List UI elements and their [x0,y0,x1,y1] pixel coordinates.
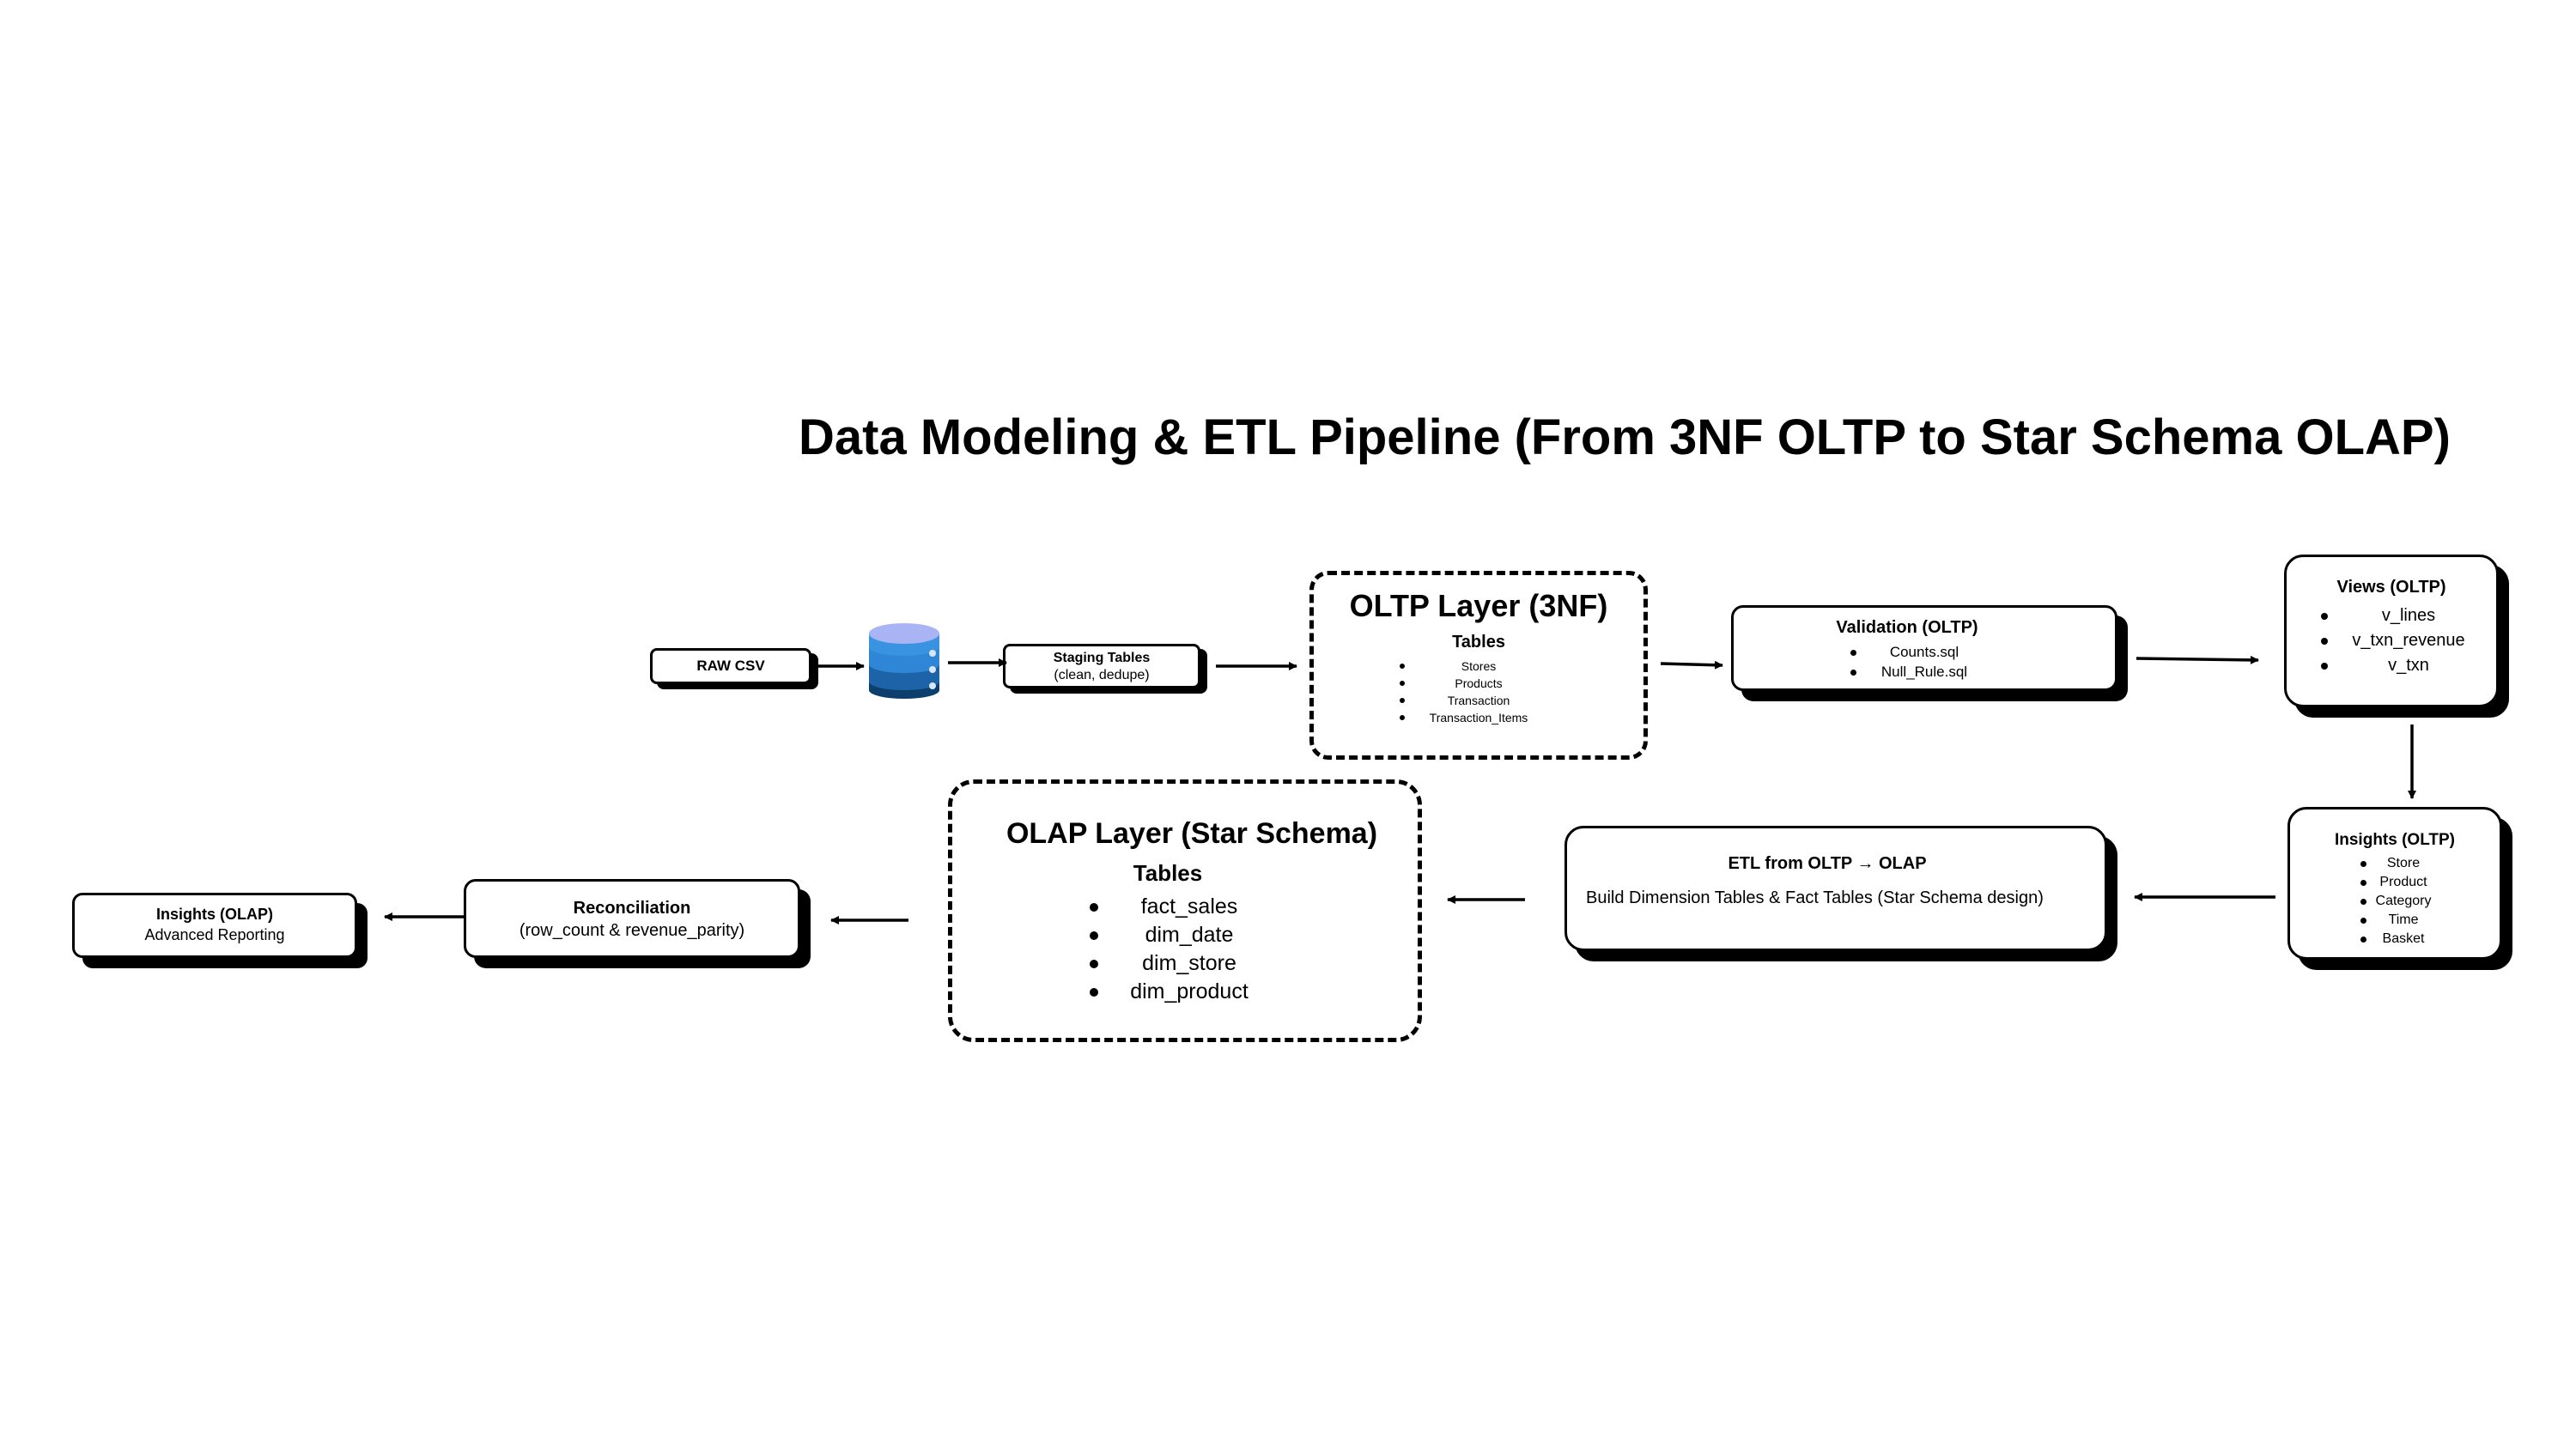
list-item: Counts.sql [1734,642,2115,662]
oltp-layer-node: OLTP Layer (3NF) Tables Stores Products … [1309,571,1648,760]
database-icon [867,621,941,699]
arrow-oltp-to-validation [1660,660,1723,670]
oltp-layer-title: OLTP Layer (3NF) [1349,588,1608,623]
list-item: fact_sales [961,893,1418,921]
list-item: Time [2290,911,2500,930]
list-item: Product [2290,873,2500,892]
list-item: Transaction [1314,692,1643,709]
olap-tables-heading: Tables [1133,860,1203,886]
views-node: Views (OLTP) v_lines v_txn_revenue v_txn [2284,555,2499,707]
olap-layer-title: OLAP Layer (Star Schema) [1005,817,1378,850]
insights-oltp-title: Insights (OLTP) [2334,831,2456,849]
list-item: v_txn [2287,653,2496,678]
list-item: Null_Rule.sql [1734,662,2115,682]
reconciliation-title: Reconciliation [573,899,691,918]
views-title: Views (OLTP) [2336,578,2446,597]
validation-node: Validation (OLTP) Counts.sql Null_Rule.s… [1731,605,2117,691]
list-item: Products [1314,675,1643,692]
arrow-validation-to-views [2136,655,2259,664]
reconciliation-node: Reconciliation (row_count & revenue_pari… [464,879,800,958]
olap-layer-node: OLAP Layer (Star Schema) Tables fact_sal… [948,779,1422,1042]
list-item: Transaction_Items [1314,709,1643,726]
views-list: v_lines v_txn_revenue v_txn [2287,603,2496,678]
insights-olap-subtitle: Advanced Reporting [144,926,285,943]
etl-title: ETL from OLTP → OLAP [1728,854,1927,873]
insights-oltp-node: Insights (OLTP) Store Product Category T… [2287,807,2502,960]
validation-list: Counts.sql Null_Rule.sql [1734,642,2115,682]
etl-description: Build Dimension Tables & Fact Tables (St… [1586,888,2044,907]
raw-csv-label: RAW CSV [696,658,765,674]
list-item: v_txn_revenue [2287,628,2496,653]
staging-tables-node: Staging Tables (clean, dedupe) [1003,644,1200,688]
list-item: Basket [2290,930,2500,949]
etl-node: ETL from OLTP → OLAP Build Dimension Tab… [1564,826,2107,951]
staging-title: Staging Tables [1053,651,1151,665]
list-item: dim_store [961,949,1418,978]
oltp-tables-heading: Tables [1452,633,1505,652]
staging-subtitle: (clean, dedupe) [1054,668,1150,682]
list-item: v_lines [2287,603,2496,628]
insights-olap-node: Insights (OLAP) Advanced Reporting [72,893,357,958]
reconciliation-subtitle: (row_count & revenue_parity) [519,921,745,940]
insights-olap-title: Insights (OLAP) [156,906,273,923]
validation-title: Validation (OLTP) [1836,618,1978,637]
list-item: Store [2290,854,2500,873]
list-item: dim_date [961,921,1418,949]
list-item: Stores [1314,658,1643,675]
insights-oltp-list: Store Product Category Time Basket [2290,854,2500,949]
oltp-tables-list: Stores Products Transaction Transaction_… [1314,658,1643,726]
diagram-title: Data Modeling & ETL Pipeline (From 3NF O… [799,409,2451,465]
list-item: Category [2290,892,2500,911]
olap-tables-list: fact_sales dim_date dim_store dim_produc… [952,893,1418,1006]
raw-csv-node: RAW CSV [650,648,811,684]
list-item: dim_product [961,978,1418,1006]
